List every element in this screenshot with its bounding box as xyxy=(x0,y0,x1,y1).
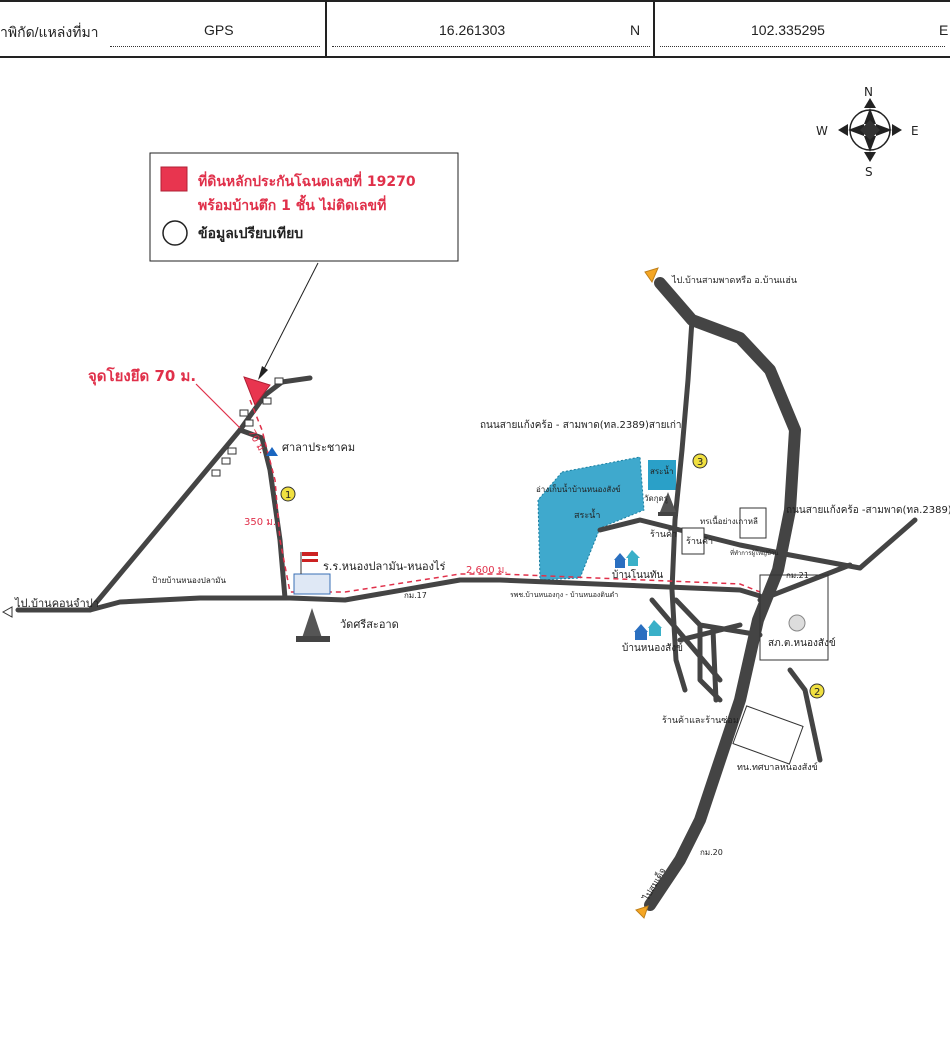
longitude-value: 102.335295 xyxy=(751,22,825,38)
location-map: N S E W ที่ดินหลักประกันโฉนดเลขที่ 19270… xyxy=(1,85,950,919)
sala-icon xyxy=(266,447,278,456)
rubber-shop-label: ทรเนื้อย่างเกาหลี xyxy=(700,515,758,526)
north-arrow-sign xyxy=(644,267,659,284)
police-label: สภ.ต.หนองสังข์ xyxy=(768,637,836,649)
reservoir xyxy=(537,456,676,581)
svg-text:2: 2 xyxy=(814,687,820,698)
pond-label: สระน้ำ xyxy=(574,508,600,521)
km17-label: กม.17 xyxy=(404,591,427,600)
road-old-label: ถนนสายแก้งคร้อ - สามพาด(ทล.2389)สายเก่า xyxy=(480,419,682,431)
ban-nong-sang-label: บ้านหนองสังข์ xyxy=(622,642,683,654)
compass-w: W xyxy=(816,124,828,138)
shop1-label: ร้านค้า xyxy=(650,529,677,540)
compass-e: E xyxy=(911,124,919,138)
comparable-marker-1: 1 xyxy=(280,486,296,502)
source-cell: าพิกัด/แหล่งที่มา GPS xyxy=(0,2,327,58)
compass-s: S xyxy=(865,165,873,179)
svg-text:1: 1 xyxy=(285,490,291,501)
road-new-label: ถนนสายแก้งคร้อ -สามพาด(ทล.2389) xyxy=(786,504,950,516)
pond2-label: สระน้ำ xyxy=(650,465,673,476)
reservoir-label: อ่างเก็บน้ำบ้านหนองสังข์ xyxy=(536,483,621,494)
houses xyxy=(211,377,829,765)
shop2-label: ร้านค้า xyxy=(686,536,713,547)
legend-pointer xyxy=(261,262,319,374)
secondary-roads xyxy=(15,317,918,763)
police-icon xyxy=(788,614,806,632)
shop-repair-label: ร้านค้าและร้านซ่อม xyxy=(662,715,739,726)
latitude-underline xyxy=(332,46,650,47)
source-value: GPS xyxy=(204,22,234,38)
temple2-label: วัดกุดรู xyxy=(644,494,669,504)
temple-icon xyxy=(296,608,330,642)
village-head-label: ที่ทำการผู้ใหญ่บ้าน xyxy=(730,549,778,557)
legend-comparable: ข้อมูลเปรียบเทียบ xyxy=(198,226,303,242)
highway-2389 xyxy=(644,277,801,911)
village-icon-2 xyxy=(634,620,662,640)
latitude-value: 16.261303 xyxy=(439,22,506,38)
school-icon xyxy=(293,552,331,595)
ban-non-than-label: บ้านโนนทัน xyxy=(612,568,663,581)
comparable-swatch xyxy=(162,220,188,246)
map-labels: จุดโยงยึด 70 ม. 70 ม. 350 ม. 2,600 ม. ศา… xyxy=(14,275,950,904)
west-arrow-sign xyxy=(1,606,13,618)
temple2-icon xyxy=(658,492,678,516)
legend-subject-line2: พร้อมบ้านตึก 1 ชั้น ไม่ติดเลขที่ xyxy=(198,194,386,214)
coordinate-header: าพิกัด/แหล่งที่มา GPS 16.261303 N 102.33… xyxy=(0,0,950,58)
school-label: ร.ร.หนองปลามัน-หนองไร่ xyxy=(323,560,445,573)
longitude-cell: 102.335295 E xyxy=(655,2,950,58)
km21-label: กม.21 xyxy=(786,571,809,580)
sala-label: ศาลาประชาคม xyxy=(282,441,355,454)
latitude-dir: N xyxy=(630,22,641,38)
compass-rose: N S E W xyxy=(816,85,919,179)
km20-label: กม.20 xyxy=(700,848,723,857)
to-khon-champa-label: ไป.บ้านคอนจำปา xyxy=(14,597,99,610)
village-sign-label: ป้ายบ้านหนองปลามัน xyxy=(152,576,226,585)
subject-swatch xyxy=(160,166,188,192)
svg-text:3: 3 xyxy=(697,457,703,468)
latitude-cell: 16.261303 N xyxy=(327,2,655,58)
legend-subject-line1: ที่ดินหลักประกันโฉนดเลขที่ 19270 xyxy=(198,171,416,190)
measure-point-label: จุดโยงยึด 70 ม. xyxy=(88,366,196,386)
source-underline xyxy=(110,46,320,47)
village-icon-1 xyxy=(614,550,640,568)
dist-350-label: 350 ม. xyxy=(244,517,276,528)
local-road-label: รพช.บ้านหนองกุง - บ้านหนองดินดำ xyxy=(510,591,618,599)
comparable-marker-2: 2 xyxy=(809,683,825,699)
longitude-dir: E xyxy=(939,22,949,38)
to-sam-phat-label: ไป.บ้านสามพาดหรือ อ.บ้านแฮ่น xyxy=(671,275,797,286)
subject-parcel xyxy=(243,376,271,407)
measure-leader xyxy=(195,383,241,429)
longitude-underline xyxy=(660,46,945,47)
legend: ที่ดินหลักประกันโฉนดเลขที่ 19270 พร้อมบ้… xyxy=(149,152,459,262)
dist-2600-label: 2,600 ม. xyxy=(466,565,508,576)
coord-label: าพิกัด/แหล่งที่มา xyxy=(0,24,99,40)
comparable-marker-3: 3 xyxy=(692,453,708,469)
municipality-label: ทน.ทศบาลหนองสังข์ xyxy=(737,761,818,773)
south-arrow-sign xyxy=(635,905,649,919)
compass-n: N xyxy=(864,85,873,99)
temple-label: วัดศรีสะอาด xyxy=(340,618,399,631)
